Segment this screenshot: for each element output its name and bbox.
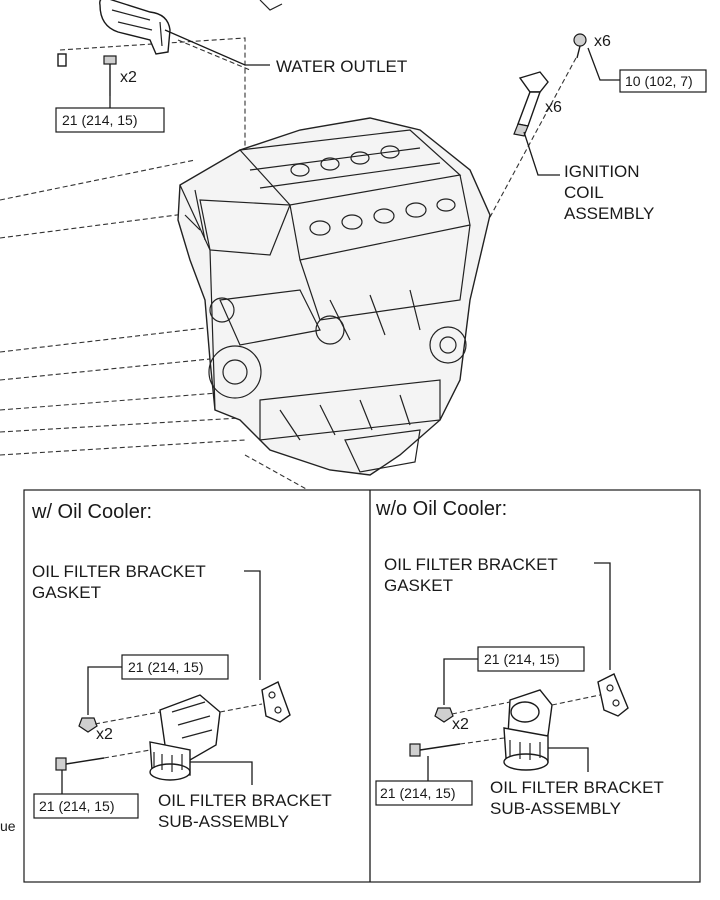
with-cooler-nut-torque-box (121, 654, 229, 680)
with-cooler-gasket-part (261, 681, 291, 723)
with-cooler-bracket-part (149, 694, 221, 781)
water-outlet-part (99, 0, 283, 55)
coil-qty: x6 (545, 99, 562, 116)
coil-bolt-qty: x6 (594, 33, 611, 50)
ignition-coil-label-3: ASSEMBLY (564, 204, 654, 223)
without-cooler-bracket-label-1: OIL FILTER BRACKET (490, 778, 664, 797)
ignition-coil-label-1: IGNITION (564, 162, 640, 181)
without-cooler-bolt-torque-box (375, 780, 473, 806)
engine-assembly (177, 117, 491, 476)
water-outlet-bolt-qty: x2 (120, 69, 137, 86)
without-oil-cooler-panel: w/o Oil Cooler: OIL FILTER BRACKET GASKE… (375, 498, 664, 818)
without-cooler-bracket-part (503, 689, 553, 771)
water-outlet-bolt (103, 55, 117, 96)
without-cooler-bolt (409, 743, 461, 757)
water-outlet-label: WATER OUTLET (276, 57, 407, 76)
with-cooler-bolt-torque-box (33, 793, 139, 819)
without-cooler-gasket-part (597, 673, 629, 717)
with-cooler-nut-qty: x2 (96, 726, 113, 743)
without-cooler-nut-qty: x2 (452, 716, 469, 733)
without-cooler-nut-torque-box (477, 646, 585, 672)
water-outlet-torque: 21 (214, 15) (62, 112, 138, 128)
with-cooler-bolt (55, 757, 105, 771)
left-guide-lines (0, 37, 251, 456)
ignition-coil-torque: 10 (102, 7) (625, 73, 693, 89)
without-cooler-bracket-label-2: SUB-ASSEMBLY (490, 799, 621, 818)
water-hose (17, 0, 67, 67)
ignition-coil-torque-box (619, 69, 707, 93)
without-cooler-bolt-torque: 21 (214, 15) (380, 785, 456, 801)
with-cooler-bolt-torque: 21 (214, 15) (39, 798, 115, 814)
with-cooler-bracket-label-1: OIL FILTER BRACKET (158, 791, 332, 810)
with-cooler-gasket-label-2: GASKET (32, 583, 101, 602)
water-outlet-torque-box (55, 107, 165, 133)
without-cooler-gasket-label-1: OIL FILTER BRACKET (384, 555, 558, 574)
with-cooler-nut (78, 717, 98, 733)
with-cooler-title: w/ Oil Cooler: (31, 501, 152, 523)
ignition-coil-label-2: COIL (564, 183, 604, 202)
without-cooler-nut-torque: 21 (214, 15) (484, 651, 560, 667)
without-cooler-gasket-label-2: GASKET (384, 576, 453, 595)
without-cooler-nut (434, 707, 454, 723)
with-cooler-bracket-label-2: SUB-ASSEMBLY (158, 812, 289, 831)
with-cooler-gasket-label-1: OIL FILTER BRACKET (32, 562, 206, 581)
with-cooler-nut-torque: 21 (214, 15) (128, 659, 204, 675)
coil-bolt (573, 33, 587, 59)
truncated-left-text: ue (0, 818, 16, 834)
ignition-coil-part (513, 71, 549, 137)
without-cooler-title: w/o Oil Cooler: (375, 498, 507, 520)
with-oil-cooler-panel: w/ Oil Cooler: OIL FILTER BRACKET GASKET… (31, 501, 332, 831)
